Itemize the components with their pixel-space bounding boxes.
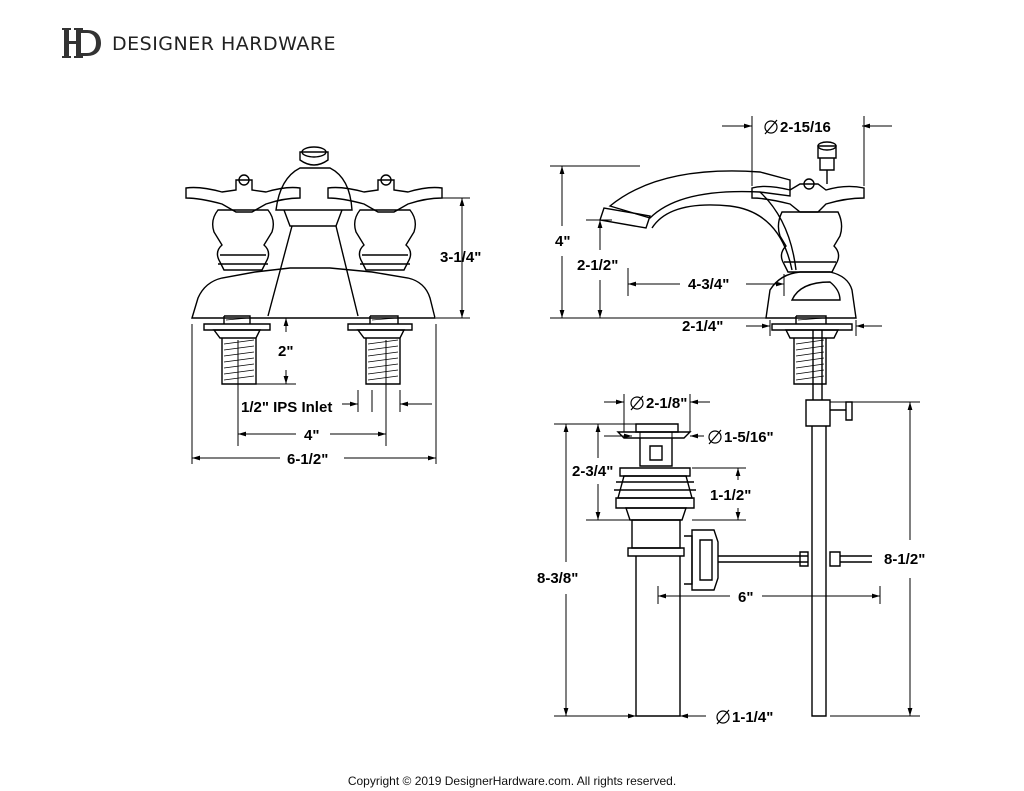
dim-tailpiece-diameter: 1-1/4": [732, 709, 773, 726]
dim-inlet: 1/2" IPS Inlet: [241, 399, 332, 416]
copyright-notice: Copyright © 2019 DesignerHardware.com. A…: [347, 774, 677, 788]
dim-lift-rod-height: 8-1/2": [884, 551, 925, 568]
dim-spout-reach: 4-3/4": [688, 276, 729, 293]
side-dimension-lines: [550, 116, 892, 336]
front-view-faucet: [185, 146, 443, 385]
dim-base-depth: 2-1/4": [682, 318, 723, 335]
diameter-symbols: [630, 119, 778, 725]
header: DESIGNER HARDWARE: [62, 26, 336, 62]
front-dimension-lines: [191, 197, 470, 464]
brand-name: DESIGNER HARDWARE: [112, 33, 337, 55]
dim-drain-total-height: 8-3/8": [537, 570, 578, 587]
dim-shank-length: 2": [278, 343, 293, 360]
dim-front-height: 3-1/4": [440, 249, 481, 266]
side-thread-hatch: [795, 317, 825, 381]
dim-drain-stopper: 1-5/16": [724, 429, 774, 446]
brand-logo-icon: [62, 28, 101, 58]
dim-drain-mid-height: 1-1/2": [710, 487, 751, 504]
drain-assembly: [614, 423, 872, 717]
side-view-faucet: [599, 141, 865, 717]
front-thread-hatch: [223, 317, 399, 381]
dim-spout-height: 2-1/2": [577, 257, 618, 274]
drain-dimension-lines: [554, 394, 920, 719]
dim-pivot-rod: 6": [738, 589, 753, 606]
dim-drain-top-height: 2-3/4": [572, 463, 613, 480]
dim-center-spread: 4": [304, 427, 319, 444]
dim-side-height: 4": [555, 233, 570, 250]
dim-handle-diameter: 2-15/16: [780, 119, 831, 136]
dim-drain-flange: 2-1/8": [646, 395, 687, 412]
dim-overall-width: 6-1/2": [287, 451, 328, 468]
